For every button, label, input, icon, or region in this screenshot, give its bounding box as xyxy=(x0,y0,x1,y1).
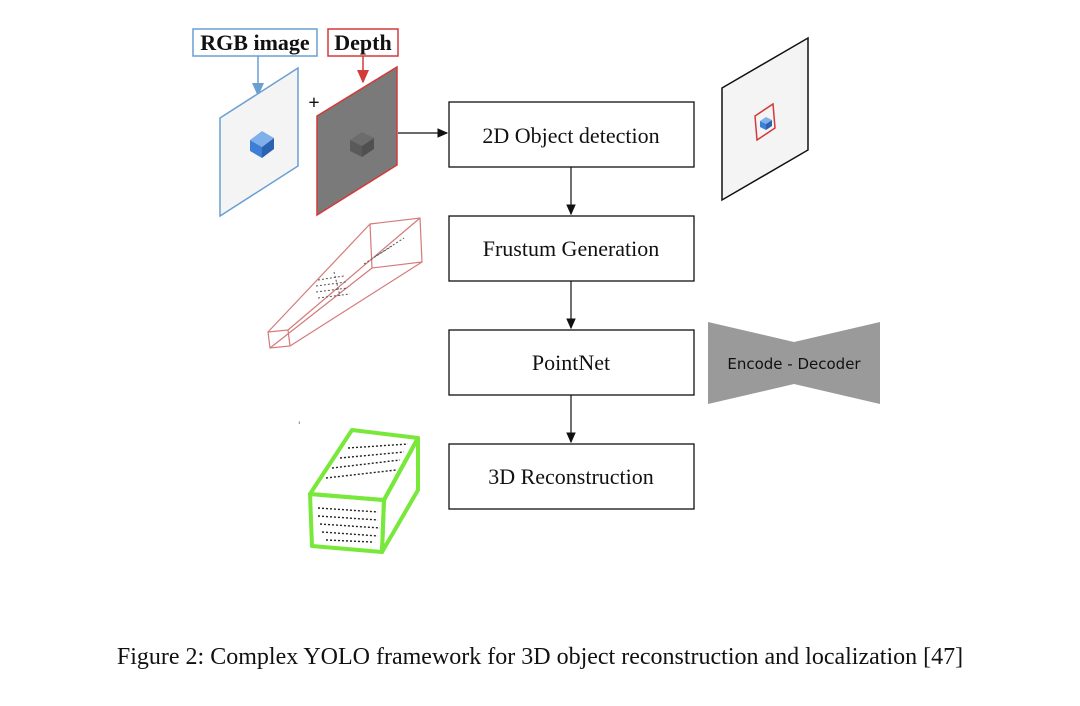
encoder-decoder-label: Encode - Decoder xyxy=(727,355,861,373)
depth-cube-icon xyxy=(350,132,374,157)
reconstruction-point-cloud xyxy=(317,443,409,543)
reconstruction-bbox xyxy=(308,428,420,554)
figure-caption: Figure 2: Complex YOLO framework for 3D … xyxy=(116,644,964,670)
detection-bbox xyxy=(754,102,776,142)
step-detection: 2D Object detection xyxy=(448,101,695,168)
frustum-illustration xyxy=(267,217,423,349)
rgb-label-text: RGB image xyxy=(200,30,310,55)
step-reconstruction-label: 3D Reconstruction xyxy=(488,464,654,489)
depth-label-text: Depth xyxy=(334,30,391,55)
plus-sign: + xyxy=(308,92,319,114)
step-frustum-label: Frustum Generation xyxy=(483,236,660,261)
step-pointnet: PointNet xyxy=(448,329,695,396)
step-frustum: Frustum Generation xyxy=(448,215,695,282)
step-reconstruction: 3D Reconstruction xyxy=(448,443,695,510)
rgb-label: RGB image xyxy=(192,28,318,57)
depth-label: Depth xyxy=(327,28,399,57)
step-pointnet-label: PointNet xyxy=(532,350,610,375)
step-detection-label: 2D Object detection xyxy=(482,123,659,148)
encoder-decoder-shape xyxy=(708,322,880,404)
rgb-cube-icon xyxy=(250,131,274,158)
detection-cube-icon xyxy=(760,117,772,130)
frustum-point-cloud xyxy=(315,237,405,299)
stray-mark: ' xyxy=(298,421,300,431)
